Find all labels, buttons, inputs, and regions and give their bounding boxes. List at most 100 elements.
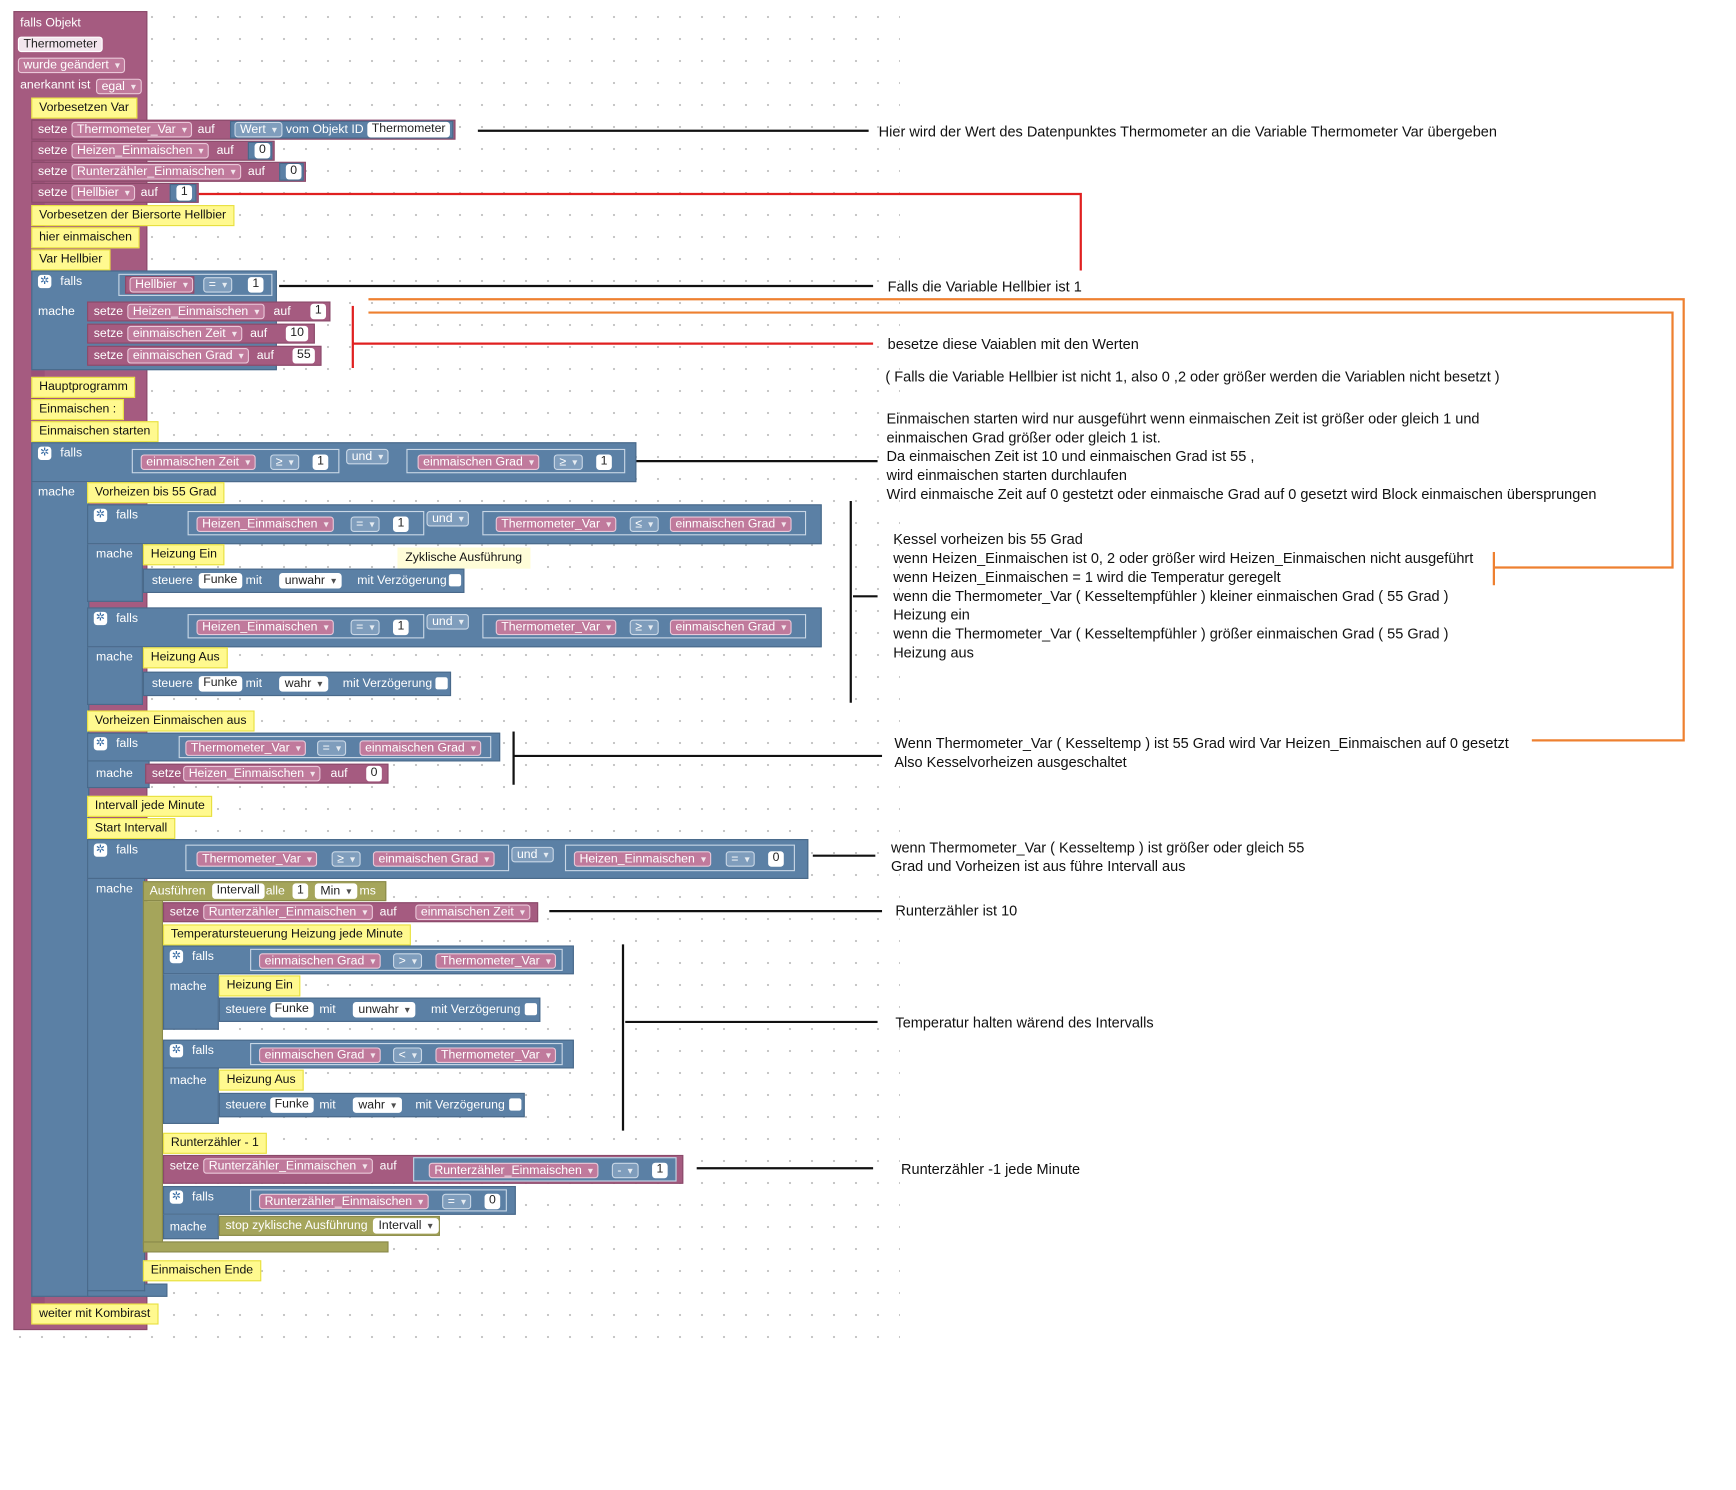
interval-name-field[interactable]: Intervall	[212, 883, 265, 899]
operator-dropdown[interactable]: -	[611, 1162, 639, 1179]
comment-hauptprogramm[interactable]: Hauptprogramm	[31, 376, 136, 398]
operator-dropdown[interactable]: ≥	[331, 851, 361, 867]
event-object-field[interactable]: Thermometer	[17, 36, 103, 53]
gear-icon[interactable]: ✲	[169, 1044, 184, 1058]
operator-dropdown[interactable]: ≥	[270, 454, 300, 470]
funke-field[interactable]: Funke	[270, 1001, 314, 1018]
delay-checkbox[interactable]	[524, 1003, 538, 1016]
var-runter-dropdown[interactable]: Runterzähler_Einmaischen	[203, 904, 373, 920]
comment-runterzaehler[interactable]: Runterzähler - 1	[163, 1132, 267, 1154]
unwahr-dropdown[interactable]: unwahr	[352, 1001, 416, 1018]
var-grad-dropdown[interactable]: einmaischen Grad	[259, 1047, 382, 1063]
comment-start-intervall[interactable]: Start Intervall	[87, 817, 176, 840]
number-field[interactable]: 1	[247, 277, 264, 293]
var-heizen-dropdown[interactable]: Heizen_Einmaischen	[71, 142, 210, 159]
comment-heizung-ein[interactable]: Heizung Ein	[218, 975, 301, 997]
funke-field[interactable]: Funke	[198, 676, 242, 692]
operator-dropdown[interactable]: ≥	[629, 619, 659, 636]
number-field[interactable]: 1	[312, 454, 329, 470]
number-field[interactable]: 1	[652, 1162, 668, 1179]
gear-icon[interactable]: ✲	[93, 737, 108, 751]
event-ack-dropdown[interactable]: egal	[96, 78, 142, 95]
operator-dropdown[interactable]: =	[442, 1193, 472, 1210]
and-dropdown[interactable]: und	[426, 614, 470, 630]
interval-value-field[interactable]: 1	[292, 883, 309, 899]
number-field[interactable]: 1	[310, 303, 327, 320]
gear-icon[interactable]: ✲	[169, 949, 184, 964]
number-field[interactable]: 0	[285, 164, 302, 180]
var-runter-dropdown[interactable]: Runterzähler_Einmaischen	[259, 1193, 429, 1210]
comment-einmaischen-ende[interactable]: Einmaischen Ende	[142, 1260, 261, 1282]
unwahr-dropdown[interactable]: unwahr	[279, 573, 342, 589]
var-runter-dropdown[interactable]: Runterzähler_Einmaischen	[71, 164, 242, 180]
comment-temperatursteuerung[interactable]: Temperatursteuerung Heizung jede Minute	[163, 924, 411, 946]
var-grad-dropdown[interactable]: einmaischen Grad	[669, 516, 792, 533]
var-thermometer-dropdown[interactable]: Thermometer_Var	[196, 851, 318, 867]
number-field[interactable]: 0	[768, 851, 784, 867]
number-field[interactable]: 1	[596, 454, 612, 470]
var-heizen-dropdown[interactable]: Heizen_Einmaischen	[183, 765, 321, 782]
operator-dropdown[interactable]: ≤	[629, 516, 659, 533]
and-dropdown[interactable]: und	[346, 448, 389, 465]
var-grad-dropdown[interactable]: einmaischen Grad	[359, 740, 482, 756]
gear-icon[interactable]: ✲	[169, 1190, 184, 1204]
operator-dropdown[interactable]: =	[350, 619, 381, 636]
var-thermometer-dropdown[interactable]: Thermometer_Var	[495, 619, 617, 636]
funke-field[interactable]: Funke	[270, 1097, 314, 1113]
var-zeit-dropdown[interactable]: einmaischen Zeit	[127, 325, 243, 342]
comment-heizung-ein[interactable]: Heizung Ein	[142, 544, 225, 566]
var-thermometer-dropdown[interactable]: Thermometer_Var	[185, 740, 307, 756]
gear-icon[interactable]: ✲	[37, 446, 52, 460]
operator-dropdown[interactable]: =	[725, 851, 756, 867]
gear-icon[interactable]: ✲	[93, 611, 108, 626]
event-changed-dropdown[interactable]: wurde geändert	[17, 57, 126, 74]
funke-field[interactable]: Funke	[198, 573, 242, 589]
and-dropdown[interactable]: und	[426, 510, 470, 527]
comment-vorheizen[interactable]: Vorheizen bis 55 Grad	[87, 482, 225, 504]
var-zeit-dropdown[interactable]: einmaischen Zeit	[415, 904, 531, 920]
number-field[interactable]: 0	[254, 142, 271, 159]
number-field[interactable]: 0	[366, 765, 382, 782]
var-heizen-dropdown[interactable]: Heizen_Einmaischen	[573, 851, 712, 867]
var-zeit-dropdown[interactable]: einmaischen Zeit	[140, 454, 256, 470]
gear-icon[interactable]: ✲	[93, 508, 108, 523]
wert-dropdown[interactable]: Wert	[234, 121, 283, 138]
number-field[interactable]: 1	[393, 619, 409, 636]
comment-biersorte[interactable]: Vorbesetzen der Biersorte Hellbier	[31, 205, 234, 227]
comment-einmaischen-starten[interactable]: Einmaischen starten	[31, 421, 159, 443]
operator-dropdown[interactable]: =	[350, 516, 381, 533]
var-runter-dropdown[interactable]: Runterzähler_Einmaischen	[428, 1162, 599, 1179]
number-field[interactable]: 1	[393, 516, 409, 533]
comment-einmaischen[interactable]: Einmaischen :	[31, 399, 125, 421]
var-runter-dropdown[interactable]: Runterzähler_Einmaischen	[203, 1158, 373, 1174]
var-thermometer-dropdown[interactable]: Thermometer_Var	[435, 1047, 557, 1063]
var-heizen-dropdown[interactable]: Heizen_Einmaischen	[196, 619, 335, 636]
object-id-field[interactable]: Thermometer	[367, 121, 450, 138]
var-thermometer-dropdown[interactable]: Thermometer_Var	[71, 121, 193, 138]
comment-intervall[interactable]: Intervall jede Minute	[87, 795, 213, 817]
comment-var-hellbier[interactable]: Var Hellbier	[31, 249, 111, 271]
number-field[interactable]: 10	[285, 325, 309, 342]
comment-weiter[interactable]: weiter mit Kombirast	[31, 1303, 159, 1325]
comment-hier[interactable]: hier einmaischen	[31, 227, 140, 249]
var-hellbier-dropdown[interactable]: Hellbier	[129, 277, 194, 293]
number-field[interactable]: 1	[176, 185, 193, 201]
var-grad-dropdown[interactable]: einmaischen Grad	[259, 953, 382, 969]
var-hellbier-dropdown[interactable]: Hellbier	[71, 185, 136, 201]
interval-dropdown[interactable]: Intervall	[372, 1218, 439, 1234]
operator-dropdown[interactable]: <	[393, 1047, 423, 1063]
comment-heizung-aus[interactable]: Heizung Aus	[142, 647, 228, 669]
operator-dropdown[interactable]: ≥	[553, 454, 583, 470]
operator-dropdown[interactable]: =	[203, 277, 233, 293]
operator-dropdown[interactable]: >	[393, 953, 423, 969]
var-thermometer-dropdown[interactable]: Thermometer_Var	[435, 953, 557, 969]
wahr-dropdown[interactable]: wahr	[352, 1097, 402, 1113]
var-grad-dropdown[interactable]: einmaischen Grad	[372, 851, 495, 867]
var-heizen-dropdown[interactable]: Heizen_Einmaischen	[127, 303, 265, 320]
comment-heizung-aus[interactable]: Heizung Aus	[218, 1069, 304, 1091]
delay-checkbox[interactable]	[435, 677, 448, 690]
delay-checkbox[interactable]	[509, 1098, 522, 1111]
operator-dropdown[interactable]: =	[317, 740, 347, 756]
var-grad-dropdown[interactable]: einmaischen Grad	[417, 454, 540, 470]
var-grad-dropdown[interactable]: einmaischen Grad	[669, 619, 792, 636]
